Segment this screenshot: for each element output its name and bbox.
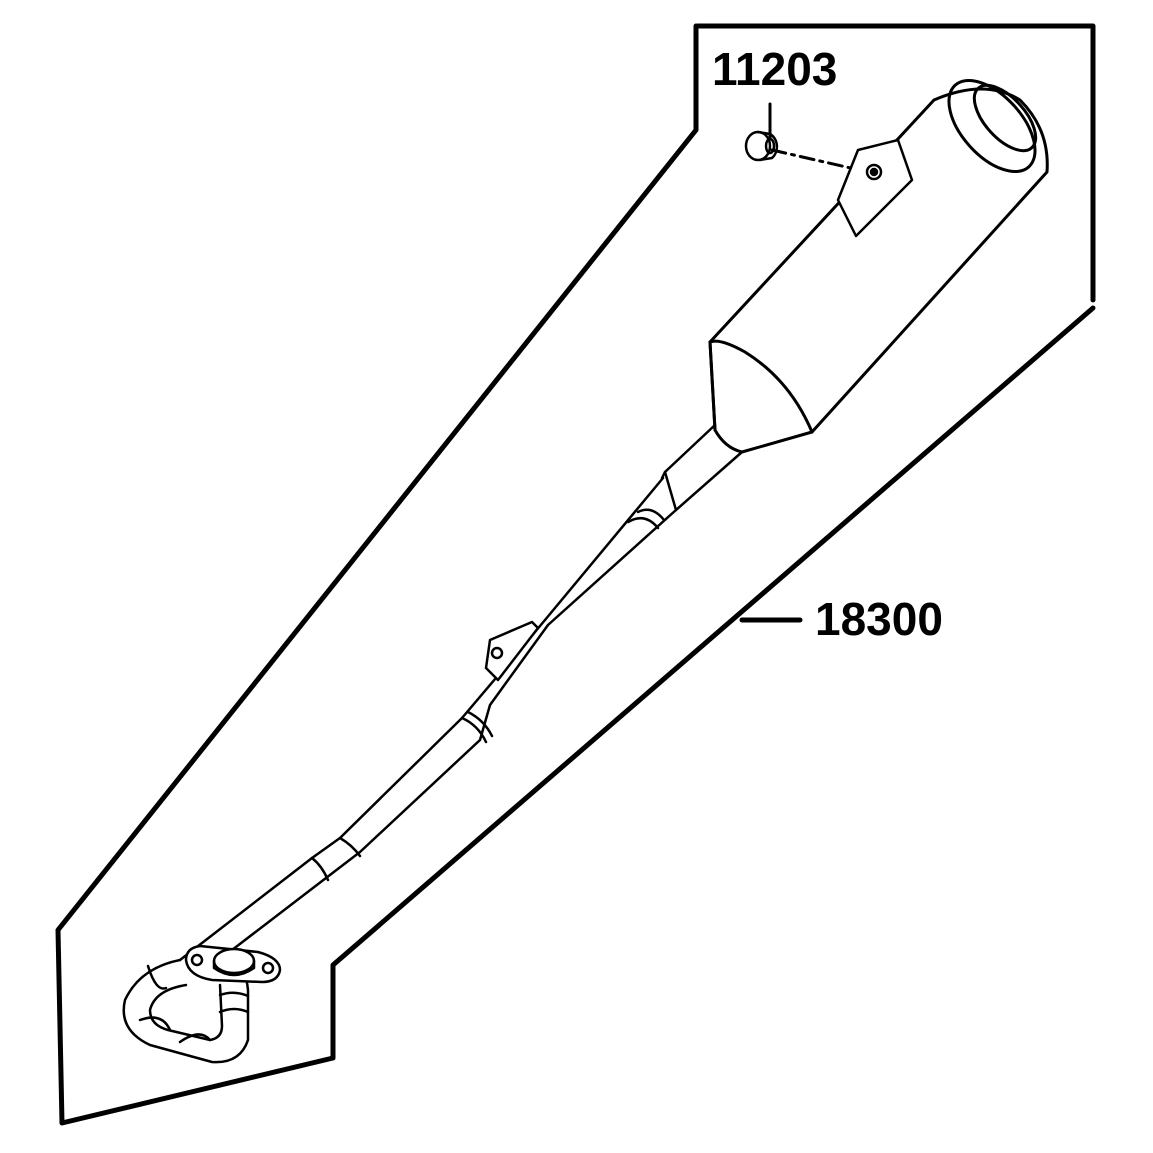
assembly-boundary — [695, 23, 1096, 303]
exhaust-pipe — [178, 423, 744, 962]
callout-label-11203: 11203 — [712, 43, 838, 95]
bolt-part-11203 — [744, 130, 779, 162]
muffler — [708, 78, 1049, 454]
header-bend — [122, 958, 250, 1064]
muffler-bracket — [836, 138, 914, 238]
exhaust-flange — [184, 944, 282, 984]
assembly-boundary-right — [55, 23, 1096, 1126]
callout-label-18300: 18300 — [815, 593, 943, 645]
